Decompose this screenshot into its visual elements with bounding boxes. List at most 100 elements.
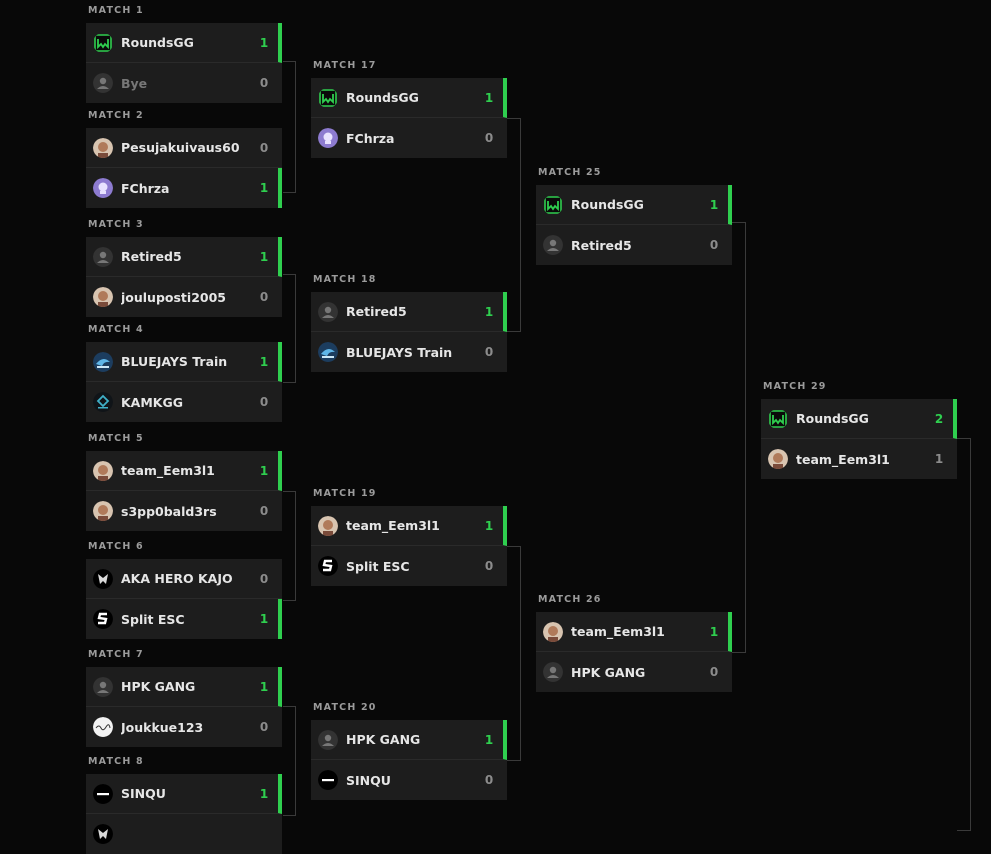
team-score: 0 xyxy=(259,504,269,518)
team-score: 1 xyxy=(484,732,494,747)
roundsgg-logo-icon xyxy=(93,33,113,53)
team-score: 0 xyxy=(259,76,269,90)
bracket-connector-line xyxy=(283,491,296,601)
photo-avatar-icon xyxy=(93,460,113,481)
sinqu-logo-icon xyxy=(93,783,113,804)
default-user-icon xyxy=(543,235,563,255)
team-row-winner[interactable]: Retired5 1 xyxy=(311,292,507,332)
team-name: AKA HERO KAJO xyxy=(121,571,233,586)
roundsgg-logo-icon xyxy=(543,195,563,215)
purple-crest-icon xyxy=(93,178,113,198)
team-score: 1 xyxy=(259,181,269,195)
team-name: SINQU xyxy=(121,786,166,801)
default-user-icon xyxy=(93,73,113,93)
team-score: 1 xyxy=(934,452,944,466)
team-row-winner[interactable]: FChrza 1 xyxy=(86,168,282,208)
team-name: Retired5 xyxy=(346,304,407,319)
team-score: 1 xyxy=(484,90,494,105)
photo-avatar-icon xyxy=(318,515,338,536)
team-row[interactable]: Joukkue123 0 xyxy=(86,707,282,747)
team-score: 0 xyxy=(484,131,494,145)
team-name: RoundsGG xyxy=(796,411,869,426)
match-label: MATCH 29 xyxy=(763,381,827,392)
team-row[interactable]: s3pp0bald3rs 0 xyxy=(86,491,282,531)
team-score: 0 xyxy=(484,345,494,359)
match-label: MATCH 8 xyxy=(88,756,144,767)
team-name: RoundsGG xyxy=(571,197,644,212)
team-name: Split ESC xyxy=(346,558,410,574)
team-name: Bye xyxy=(121,75,148,91)
team-score: 0 xyxy=(484,773,494,787)
team-row[interactable]: AKA HERO KAJO 0 xyxy=(86,559,282,599)
team-name: RoundsGG xyxy=(346,90,419,105)
team-row-winner[interactable]: RoundsGG 1 xyxy=(311,78,507,118)
team-score: 0 xyxy=(709,238,719,252)
team-name: FChrza xyxy=(346,130,395,146)
match-label: MATCH 6 xyxy=(88,541,144,552)
signature-logo-icon xyxy=(93,717,113,737)
match-label: MATCH 5 xyxy=(88,433,144,444)
team-row[interactable]: Split ESC 0 xyxy=(311,546,507,586)
bracket-connector-line xyxy=(732,222,746,653)
team-score: 0 xyxy=(484,559,494,573)
team-name: FChrza xyxy=(121,180,170,196)
team-row[interactable]: FChrza 0 xyxy=(311,118,507,158)
team-score: 0 xyxy=(259,571,269,586)
team-row[interactable]: SINQU 0 xyxy=(311,760,507,800)
team-name: s3pp0bald3rs xyxy=(121,503,217,519)
roundsgg-logo-icon xyxy=(768,409,788,429)
match-label: MATCH 18 xyxy=(313,274,377,285)
team-score: 0 xyxy=(259,720,269,734)
team-score: 1 xyxy=(484,304,494,319)
team-name: Joukkue123 xyxy=(121,719,204,735)
team-name: jouluposti2005 xyxy=(121,289,226,305)
team-row[interactable]: Bye 0 xyxy=(86,63,282,103)
default-user-icon xyxy=(318,729,338,750)
match-label: MATCH 25 xyxy=(538,167,602,178)
team-row[interactable] xyxy=(86,814,282,854)
team-name: Pesujakuivaus60 xyxy=(121,140,240,155)
team-name: Retired5 xyxy=(121,249,182,264)
bluejays-logo-icon xyxy=(93,351,113,372)
bracket-connector-line xyxy=(507,546,521,761)
team-score: 1 xyxy=(484,518,494,533)
roundsgg-logo-icon xyxy=(318,88,338,108)
team-name: Split ESC xyxy=(121,611,185,627)
team-score: 1 xyxy=(259,35,269,50)
team-name: SINQU xyxy=(346,772,391,788)
